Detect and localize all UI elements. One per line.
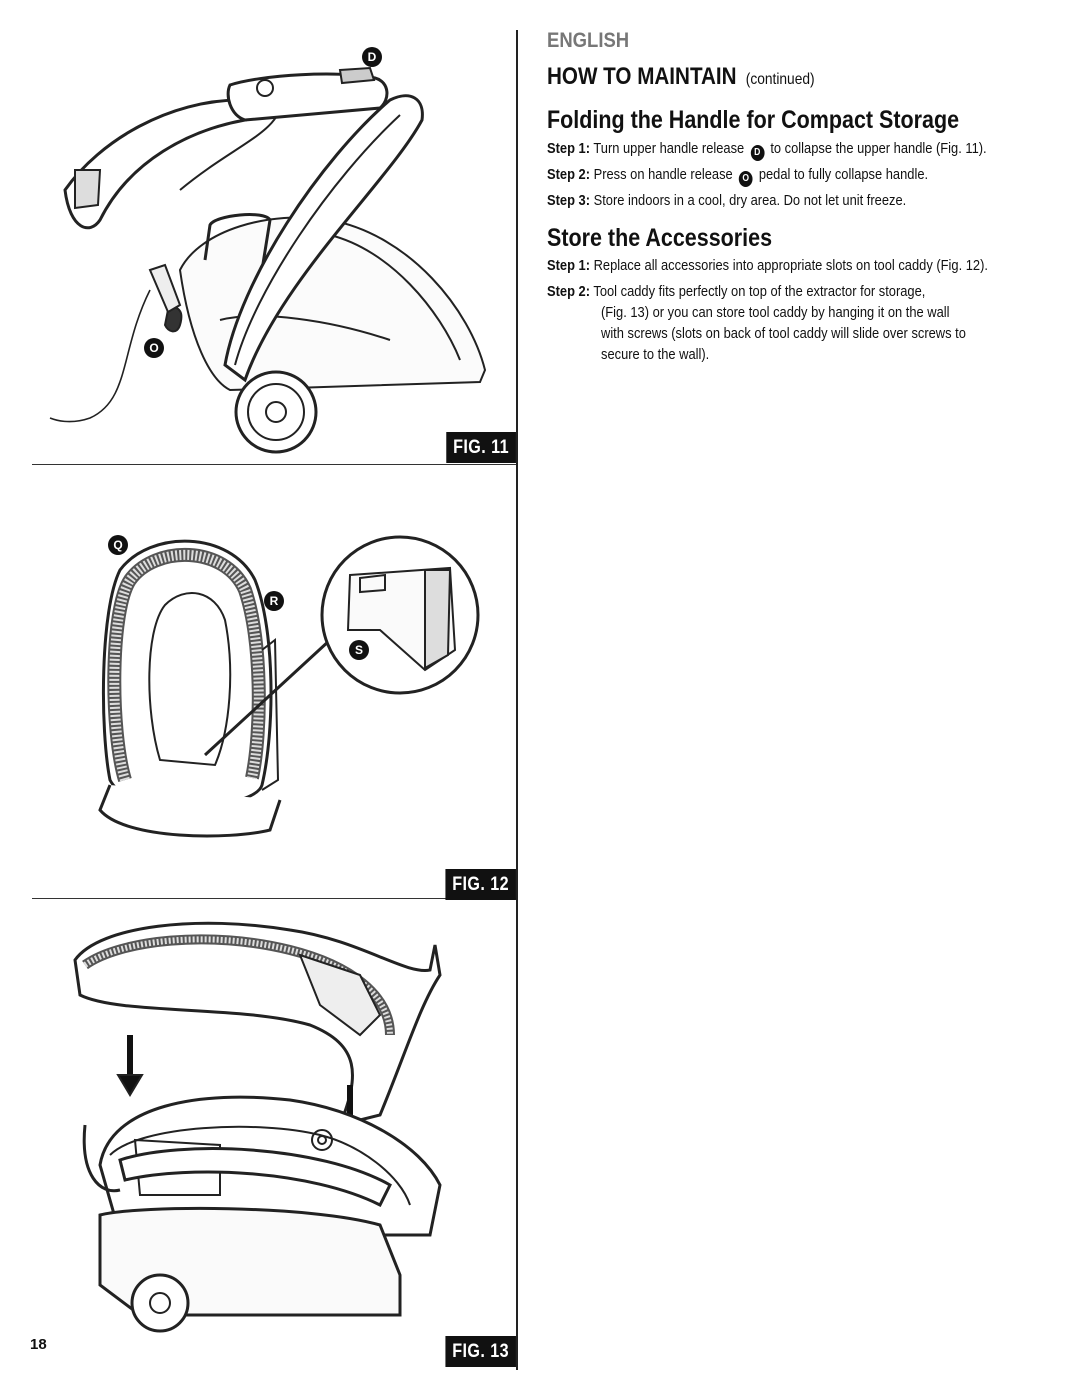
figure-divider-11 bbox=[32, 464, 516, 465]
fig-13-illustration bbox=[73, 921, 442, 1333]
language-label: ENGLISH bbox=[547, 29, 630, 52]
section-title-main: HOW TO MAINTAIN bbox=[547, 63, 737, 90]
column-divider bbox=[516, 30, 518, 1370]
accessories-step-1: Step 1: Replace all accessories into app… bbox=[547, 255, 988, 276]
step-text: Press on handle release bbox=[593, 166, 733, 183]
figure-divider-12 bbox=[32, 898, 516, 899]
accessories-step-2: Step 2: Tool caddy fits perfectly on top… bbox=[547, 281, 925, 302]
fig-13-label: FIG. 13 bbox=[445, 1336, 516, 1367]
section-title: HOW TO MAINTAIN (continued) bbox=[547, 63, 815, 91]
step-label: Step 1: bbox=[547, 257, 591, 274]
step-text: Turn upper handle release bbox=[593, 140, 745, 157]
fig-12-label: FIG. 12 bbox=[445, 869, 516, 900]
step-text-after: pedal to fully collapse handle. bbox=[758, 166, 929, 183]
step-text-after: to collapse the upper handle (Fig. 11). bbox=[770, 140, 987, 157]
step-text: Store indoors in a cool, dry area. Do no… bbox=[593, 192, 907, 209]
section-title-sub: (continued) bbox=[745, 71, 815, 88]
o-icon: O bbox=[738, 171, 753, 187]
d-icon: D bbox=[750, 145, 765, 161]
callout-s: S bbox=[349, 640, 369, 660]
callout-q: Q bbox=[108, 535, 128, 555]
fig-11-illustration bbox=[49, 66, 487, 454]
fig-12-illustration bbox=[98, 535, 480, 838]
step-label: Step 2: bbox=[547, 283, 591, 300]
step-text: Replace all accessories into appropriate… bbox=[593, 257, 988, 274]
step-text: Tool caddy fits perfectly on top of the … bbox=[593, 283, 926, 300]
step-label: Step 1: bbox=[547, 140, 591, 157]
step-label: Step 3: bbox=[547, 192, 591, 209]
step-label: Step 2: bbox=[547, 166, 591, 183]
fig-11-label: FIG. 11 bbox=[446, 432, 516, 463]
page-number: 18 bbox=[30, 1336, 47, 1353]
accessories-step-2-line-4: secure to the wall). bbox=[601, 346, 710, 363]
callout-d: D bbox=[362, 47, 382, 67]
callout-r: R bbox=[264, 591, 284, 611]
folding-step-1: Step 1: Turn upper handle release D to c… bbox=[547, 138, 987, 161]
folding-step-3: Step 3: Store indoors in a cool, dry are… bbox=[547, 190, 906, 211]
accessories-step-2-line-2: (Fig. 13) or you can store tool caddy by… bbox=[601, 304, 950, 321]
folding-step-2: Step 2: Press on handle release O pedal … bbox=[547, 164, 928, 187]
folding-heading: Folding the Handle for Compact Storage bbox=[547, 106, 960, 134]
accessories-heading: Store the Accessories bbox=[547, 224, 773, 252]
callout-o: O bbox=[144, 338, 164, 358]
accessories-step-2-line-3: with screws (slots on back of tool caddy… bbox=[601, 325, 966, 342]
